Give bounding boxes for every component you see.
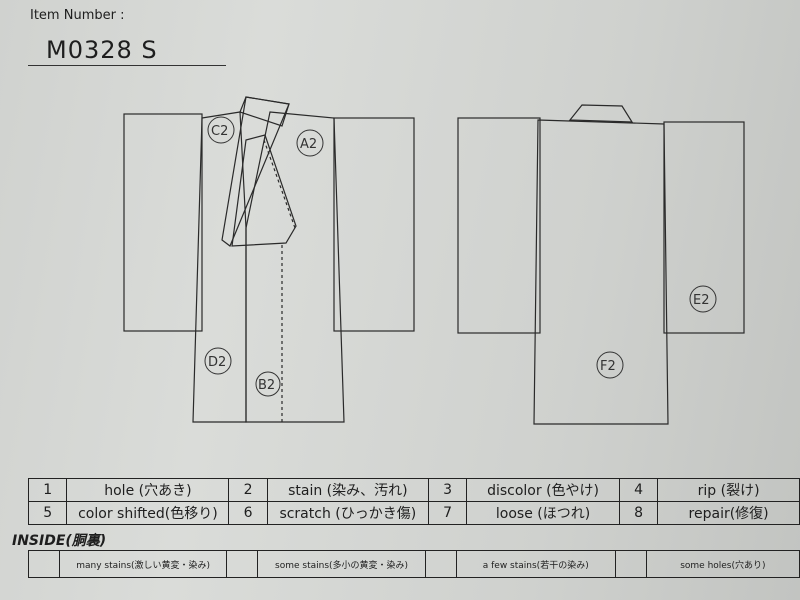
legend-number: 6 xyxy=(228,501,268,525)
front-collar-right xyxy=(231,134,297,247)
legend-number: 7 xyxy=(427,501,468,525)
marker-e2: E2 xyxy=(689,285,717,313)
marker-f2-label: F2 xyxy=(600,359,616,374)
inside-checkbox xyxy=(28,550,60,578)
legend-number: 8 xyxy=(618,501,659,525)
front-right-panel xyxy=(245,111,345,423)
inside-label: some holes(穴あり) xyxy=(645,550,800,578)
item-number-label: Item Number : xyxy=(30,8,125,23)
legend-label: rip (裂け) xyxy=(657,478,800,502)
kimono-back-diagram xyxy=(457,104,745,425)
back-collar xyxy=(568,104,634,123)
legend-label: repair(修復) xyxy=(657,501,800,525)
legend-number: 3 xyxy=(427,478,468,502)
back-left-sleeve xyxy=(457,117,541,334)
front-collar-left xyxy=(221,96,290,247)
marker-c2: C2 xyxy=(207,116,235,144)
marker-f2: F2 xyxy=(596,351,624,379)
inside-checkbox xyxy=(226,550,259,578)
inside-label: many stains(激しい黄変・染み) xyxy=(58,550,228,578)
back-right-sleeve xyxy=(663,121,745,334)
legend-label: discolor (色やけ) xyxy=(466,478,620,502)
inside-condition-table: many stains(激しい黄変・染み) some stains(多小の黄変・… xyxy=(28,550,800,578)
legend-label: stain (染み、汚れ) xyxy=(266,478,429,502)
legend-number: 5 xyxy=(27,501,68,525)
item-number-value: M0328 S xyxy=(46,36,158,64)
legend-number: 2 xyxy=(228,478,268,502)
marker-c2-label: C2 xyxy=(211,124,228,139)
front-left-panel xyxy=(192,111,247,423)
legend-label: hole (穴あき) xyxy=(66,478,230,502)
marker-d2-label: D2 xyxy=(208,355,226,370)
marker-a2: A2 xyxy=(296,129,324,157)
back-body xyxy=(533,119,669,425)
back-markers: E2 F2 xyxy=(596,285,717,379)
legend-label: color shifted(色移り) xyxy=(66,501,230,525)
legend-row: 1 hole (穴あき) 2 stain (染み、汚れ) 3 discolor … xyxy=(27,478,800,502)
marker-b2-label: B2 xyxy=(258,378,275,393)
inside-row: many stains(激しい黄変・染み) some stains(多小の黄変・… xyxy=(28,550,800,578)
marker-a2-label: A2 xyxy=(300,137,317,152)
front-collar-seam-dashed xyxy=(263,139,296,229)
item-number-underline xyxy=(28,65,226,66)
legend-row: 5 color shifted(色移り) 6 scratch (ひっかき傷) 7… xyxy=(27,501,800,525)
marker-e2-label: E2 xyxy=(693,293,710,308)
inside-checkbox xyxy=(614,550,647,578)
legend-number: 1 xyxy=(27,478,68,502)
legend-label: scratch (ひっかき傷) xyxy=(266,501,429,525)
front-right-sleeve xyxy=(333,117,415,332)
inside-checkbox xyxy=(424,550,457,578)
marker-d2: D2 xyxy=(204,347,232,375)
legend-label: loose (ほつれ) xyxy=(466,501,620,525)
inside-label: a few stains(若干の染み) xyxy=(455,550,616,578)
inside-label: some stains(多小の黄変・染み) xyxy=(257,550,426,578)
kimono-front-diagram xyxy=(123,96,415,423)
damage-legend-table: 1 hole (穴あき) 2 stain (染み、汚れ) 3 discolor … xyxy=(27,478,800,525)
front-left-sleeve xyxy=(123,113,203,332)
front-markers: C2 A2 D2 B2 xyxy=(204,116,324,397)
marker-b2: B2 xyxy=(255,371,281,397)
inside-section-title: INSIDE(胴裏) xyxy=(12,533,107,549)
legend-number: 4 xyxy=(618,478,659,502)
